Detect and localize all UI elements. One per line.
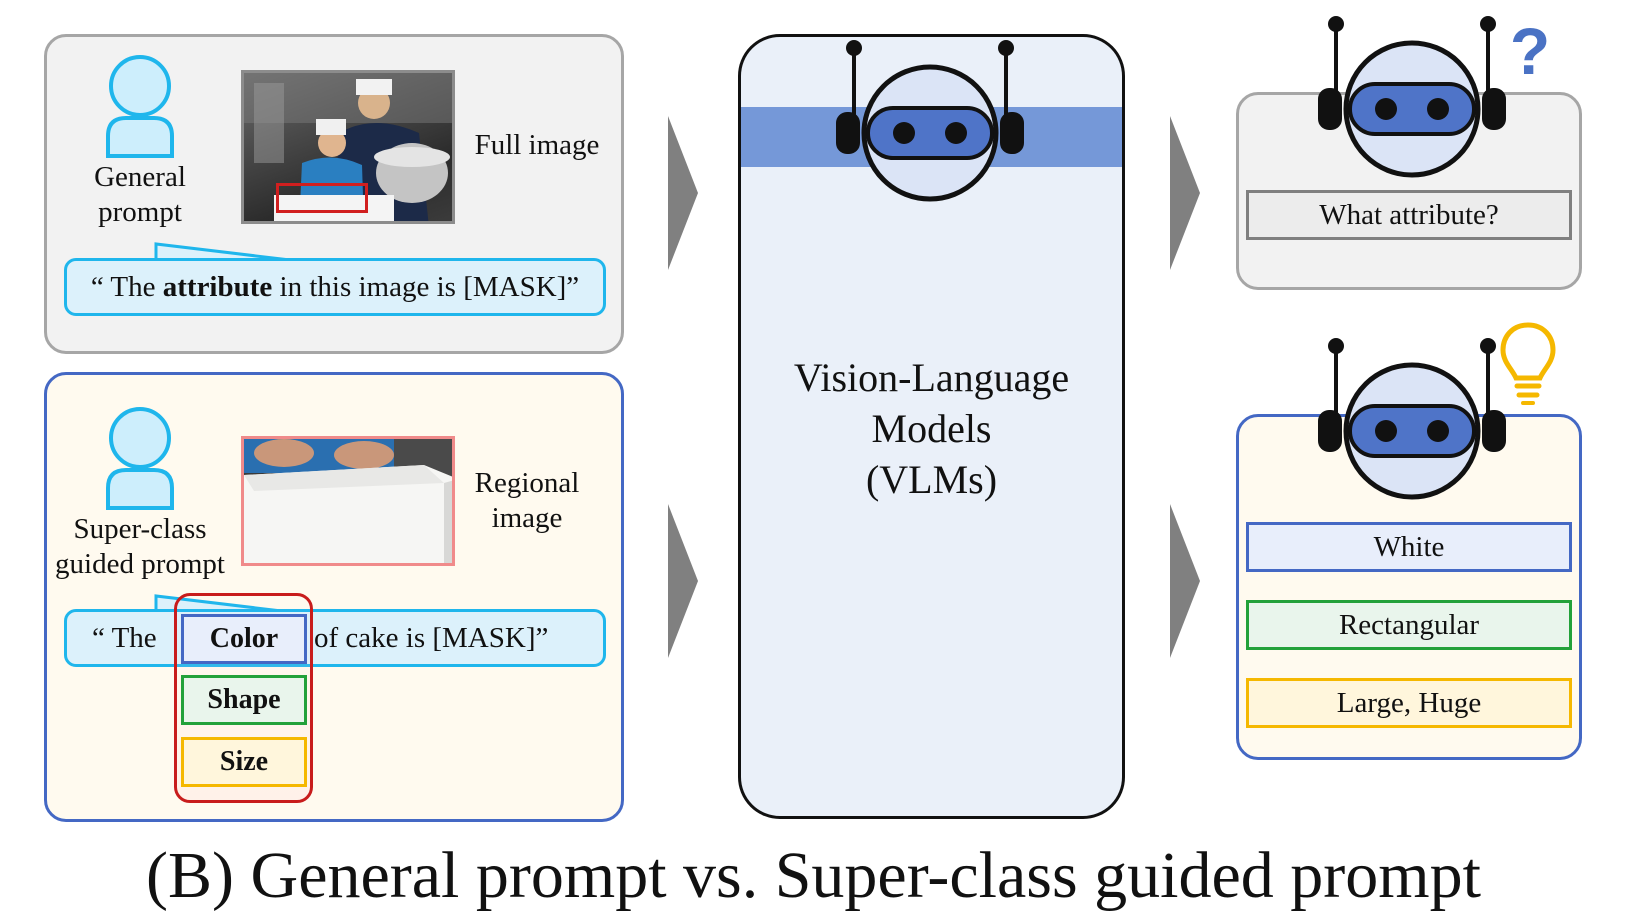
general-prompt-label: General prompt [94, 161, 186, 228]
superclass-prompt-prefix: “ The [92, 622, 157, 654]
arrow-icon [1170, 116, 1200, 270]
prompt-suffix: in this image is [MASK]” [272, 271, 580, 303]
arrow-icon [1170, 504, 1200, 658]
arrow-icon [668, 116, 698, 270]
arrow-icon [668, 504, 698, 658]
attribute-shape-option: Shape [181, 675, 307, 725]
full-image [241, 70, 455, 224]
user-icon [106, 407, 174, 510]
vlm-label: Vision-Language Models (VLMs) [793, 355, 1070, 503]
superclass-prompt-bubble [64, 609, 606, 667]
lightbulb-icon [1500, 322, 1556, 405]
superclass-prompt-label: Super-class guided prompt [55, 513, 225, 580]
robot-icon [836, 40, 1024, 202]
figure-caption: (B) General prompt vs. Super-class guide… [146, 839, 1481, 912]
region-box [276, 183, 368, 213]
answer-shape-box: Rectangular [1246, 600, 1572, 650]
user-icon [106, 55, 174, 158]
full-image-label: Full image [474, 129, 600, 161]
general-prompt-text: “ The attribute in this image is [MASK]” [64, 270, 606, 305]
answer-size-box: Large, Huge [1246, 678, 1572, 728]
robot-icon [1318, 16, 1506, 178]
regional-image-label: Regional image [474, 467, 580, 534]
question-mark-icon: ? [1509, 14, 1551, 88]
robot-icon [1318, 338, 1506, 500]
prompt-prefix: “ The [90, 271, 163, 303]
superclass-prompt-suffix: of cake is [MASK]” [314, 622, 549, 654]
attribute-size-option: Size [181, 737, 307, 787]
general-prompt-bubble [64, 258, 606, 316]
prompt-attribute-word: attribute [162, 271, 273, 303]
attribute-color-option: Color [181, 614, 307, 664]
answer-color-box: White [1246, 522, 1572, 572]
regional-image [241, 436, 455, 566]
general-answer-box: What attribute? [1246, 190, 1572, 240]
